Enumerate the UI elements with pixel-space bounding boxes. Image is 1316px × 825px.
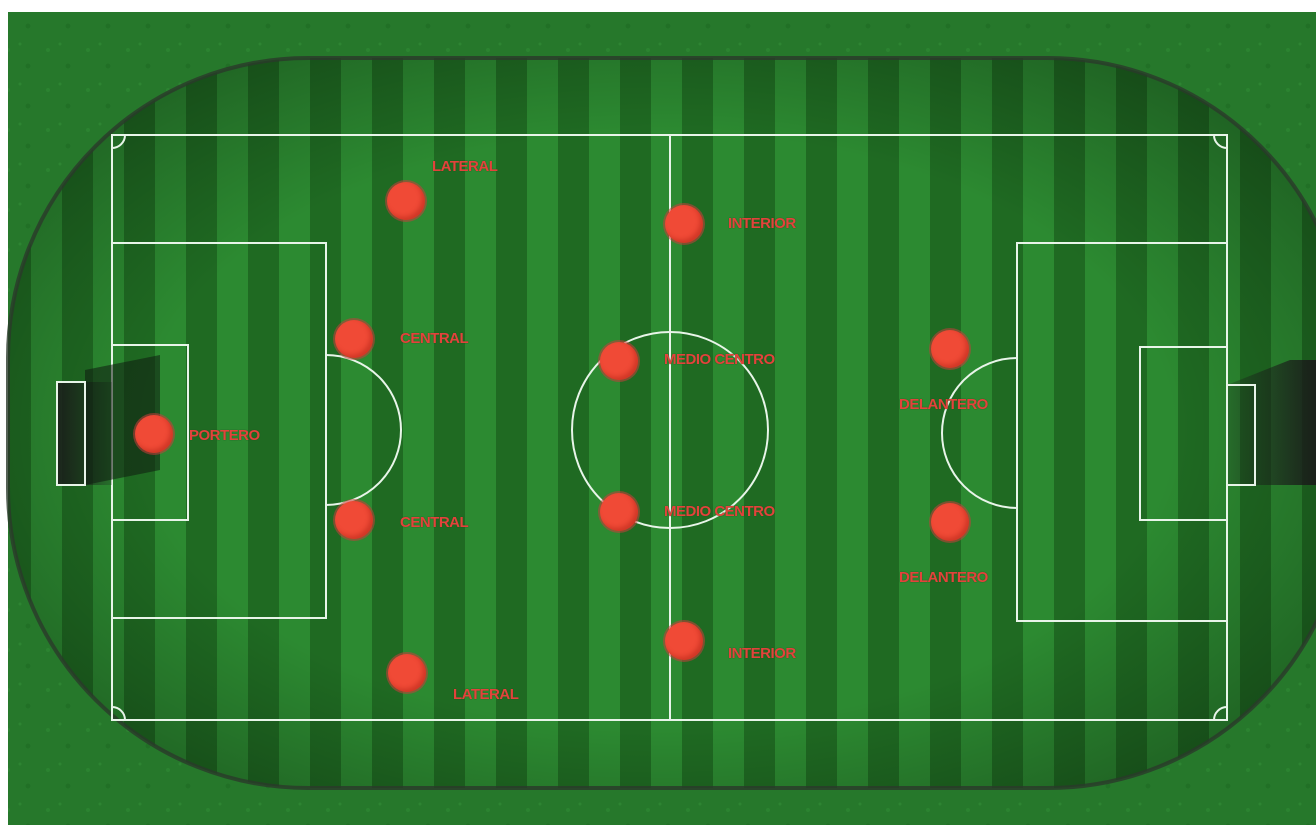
player-label-medio-centro-bottom: MEDIO CENTRO [664,503,775,520]
player-dot-delantero-top [931,330,969,368]
player-label-central-bottom: CENTRAL [400,514,468,531]
player-dot-interior-top [665,205,703,243]
player-label-interior-top: INTERIOR [728,215,796,232]
player-dot-lateral-bottom [388,654,426,692]
player-label-central-top: CENTRAL [400,330,468,347]
player-label-delantero-top: DELANTERO [899,396,988,413]
player-label-portero: PORTERO [189,427,260,444]
player-label-lateral-bottom: LATERAL [453,686,518,703]
player-dot-medio-centro-top [600,342,638,380]
player-dot-medio-centro-bottom [600,493,638,531]
player-dot-portero [135,415,173,453]
player-label-delantero-bottom: DELANTERO [899,569,988,586]
player-label-lateral-top: LATERAL [432,158,497,175]
player-dot-central-bottom [335,501,373,539]
player-dot-lateral-top [387,182,425,220]
player-dot-delantero-bottom [931,503,969,541]
player-dot-interior-bottom [665,622,703,660]
player-label-interior-bottom: INTERIOR [728,645,796,662]
player-dot-central-top [335,320,373,358]
player-label-medio-centro-top: MEDIO CENTRO [664,351,775,368]
